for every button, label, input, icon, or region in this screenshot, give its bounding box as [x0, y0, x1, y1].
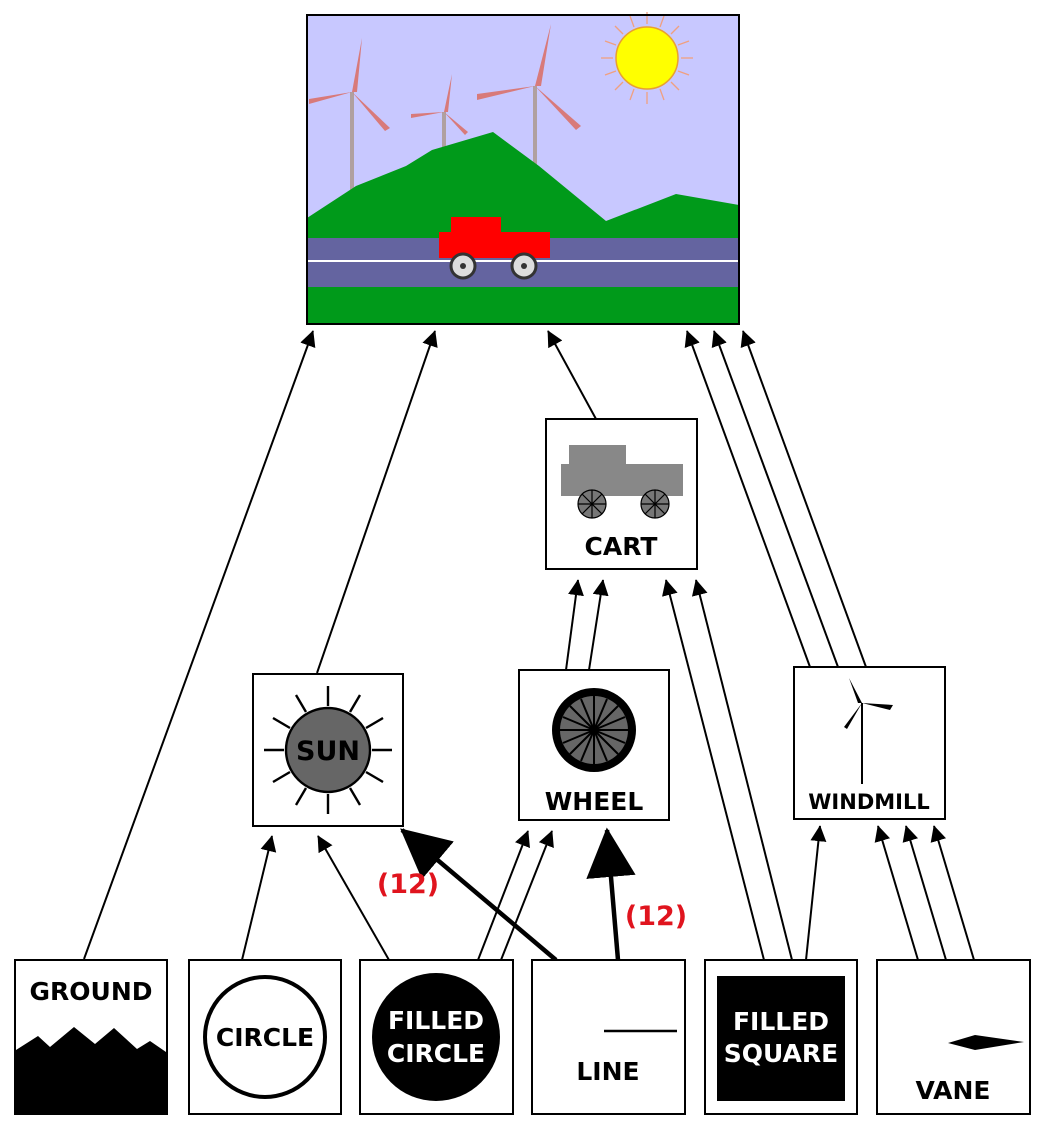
edge-vane-windmill [902, 825, 947, 961]
edge-line-wheel [586, 827, 636, 961]
edge-filled-circle-sun [317, 835, 390, 961]
edge-filled-square-cart [662, 579, 765, 961]
circle-icon [203, 975, 327, 1099]
edge-sun-scene [316, 330, 438, 674]
sun-icon [264, 686, 392, 814]
count-line-sun: (12) [377, 869, 439, 900]
edge-filled-square-cart [691, 579, 793, 961]
node-label: GROUND [30, 977, 153, 1006]
edge-line-sun [400, 828, 558, 962]
node-vane: VANE [876, 959, 1031, 1115]
node-label: LINE [576, 1057, 639, 1086]
edge-windmill-scene [684, 330, 811, 668]
filled-circle-icon [372, 973, 500, 1101]
node-windmill: WINDMILL [793, 666, 946, 820]
edge-ground-scene [83, 330, 316, 960]
node-label-line2: SQUARE [724, 1039, 838, 1068]
node-label: WINDMILL [808, 790, 929, 814]
node-label-line2: CIRCLE [387, 1039, 485, 1068]
node-label: SUN [296, 736, 360, 767]
node-label-line1: FILLED [733, 1007, 829, 1036]
scene-cart [439, 217, 550, 280]
scene-image [306, 12, 740, 325]
node-ground: GROUND [14, 959, 168, 1115]
node-line: LINE [531, 959, 686, 1115]
node-label: CIRCLE [216, 1023, 314, 1052]
edge-circle-sun [241, 835, 277, 961]
count-line-wheel: (12) [625, 901, 687, 932]
node-circle: CIRCLE [188, 959, 342, 1115]
edge-wheel-cart [565, 579, 584, 671]
scene-sun [601, 12, 693, 104]
mountain-icon [16, 1027, 166, 1113]
node-label: VANE [916, 1076, 991, 1105]
node-sun: SUN [252, 673, 404, 827]
edges [83, 330, 975, 962]
scene-ground [307, 287, 739, 324]
wheel-icon [552, 688, 636, 772]
edge-vane-windmill [930, 825, 975, 961]
scene-mountains [307, 132, 739, 238]
edge-wheel-cart [588, 579, 609, 671]
node-filled-circle: FILLED CIRCLE [359, 959, 514, 1115]
cart-icon [561, 445, 683, 519]
edge-cart-scene [547, 330, 597, 420]
node-cart: CART [545, 418, 698, 570]
vane-icon [948, 1035, 1024, 1050]
edge-windmill-scene [711, 330, 839, 668]
scene-windmill [309, 38, 390, 205]
node-wheel: WHEEL [518, 669, 670, 821]
node-label: CART [585, 532, 658, 561]
node-label-line1: FILLED [388, 1006, 484, 1035]
windmill-icon [844, 678, 893, 784]
filled-square-icon [717, 976, 845, 1101]
edge-filled-circle-wheel [500, 830, 554, 961]
edge-windmill-scene [740, 330, 867, 668]
node-filled-square: FILLED SQUARE [704, 959, 858, 1115]
edge-vane-windmill [874, 825, 919, 961]
node-label: WHEEL [545, 787, 644, 816]
edge-filled-circle-wheel [477, 830, 530, 961]
edge-filled-square-windmill [805, 825, 827, 961]
